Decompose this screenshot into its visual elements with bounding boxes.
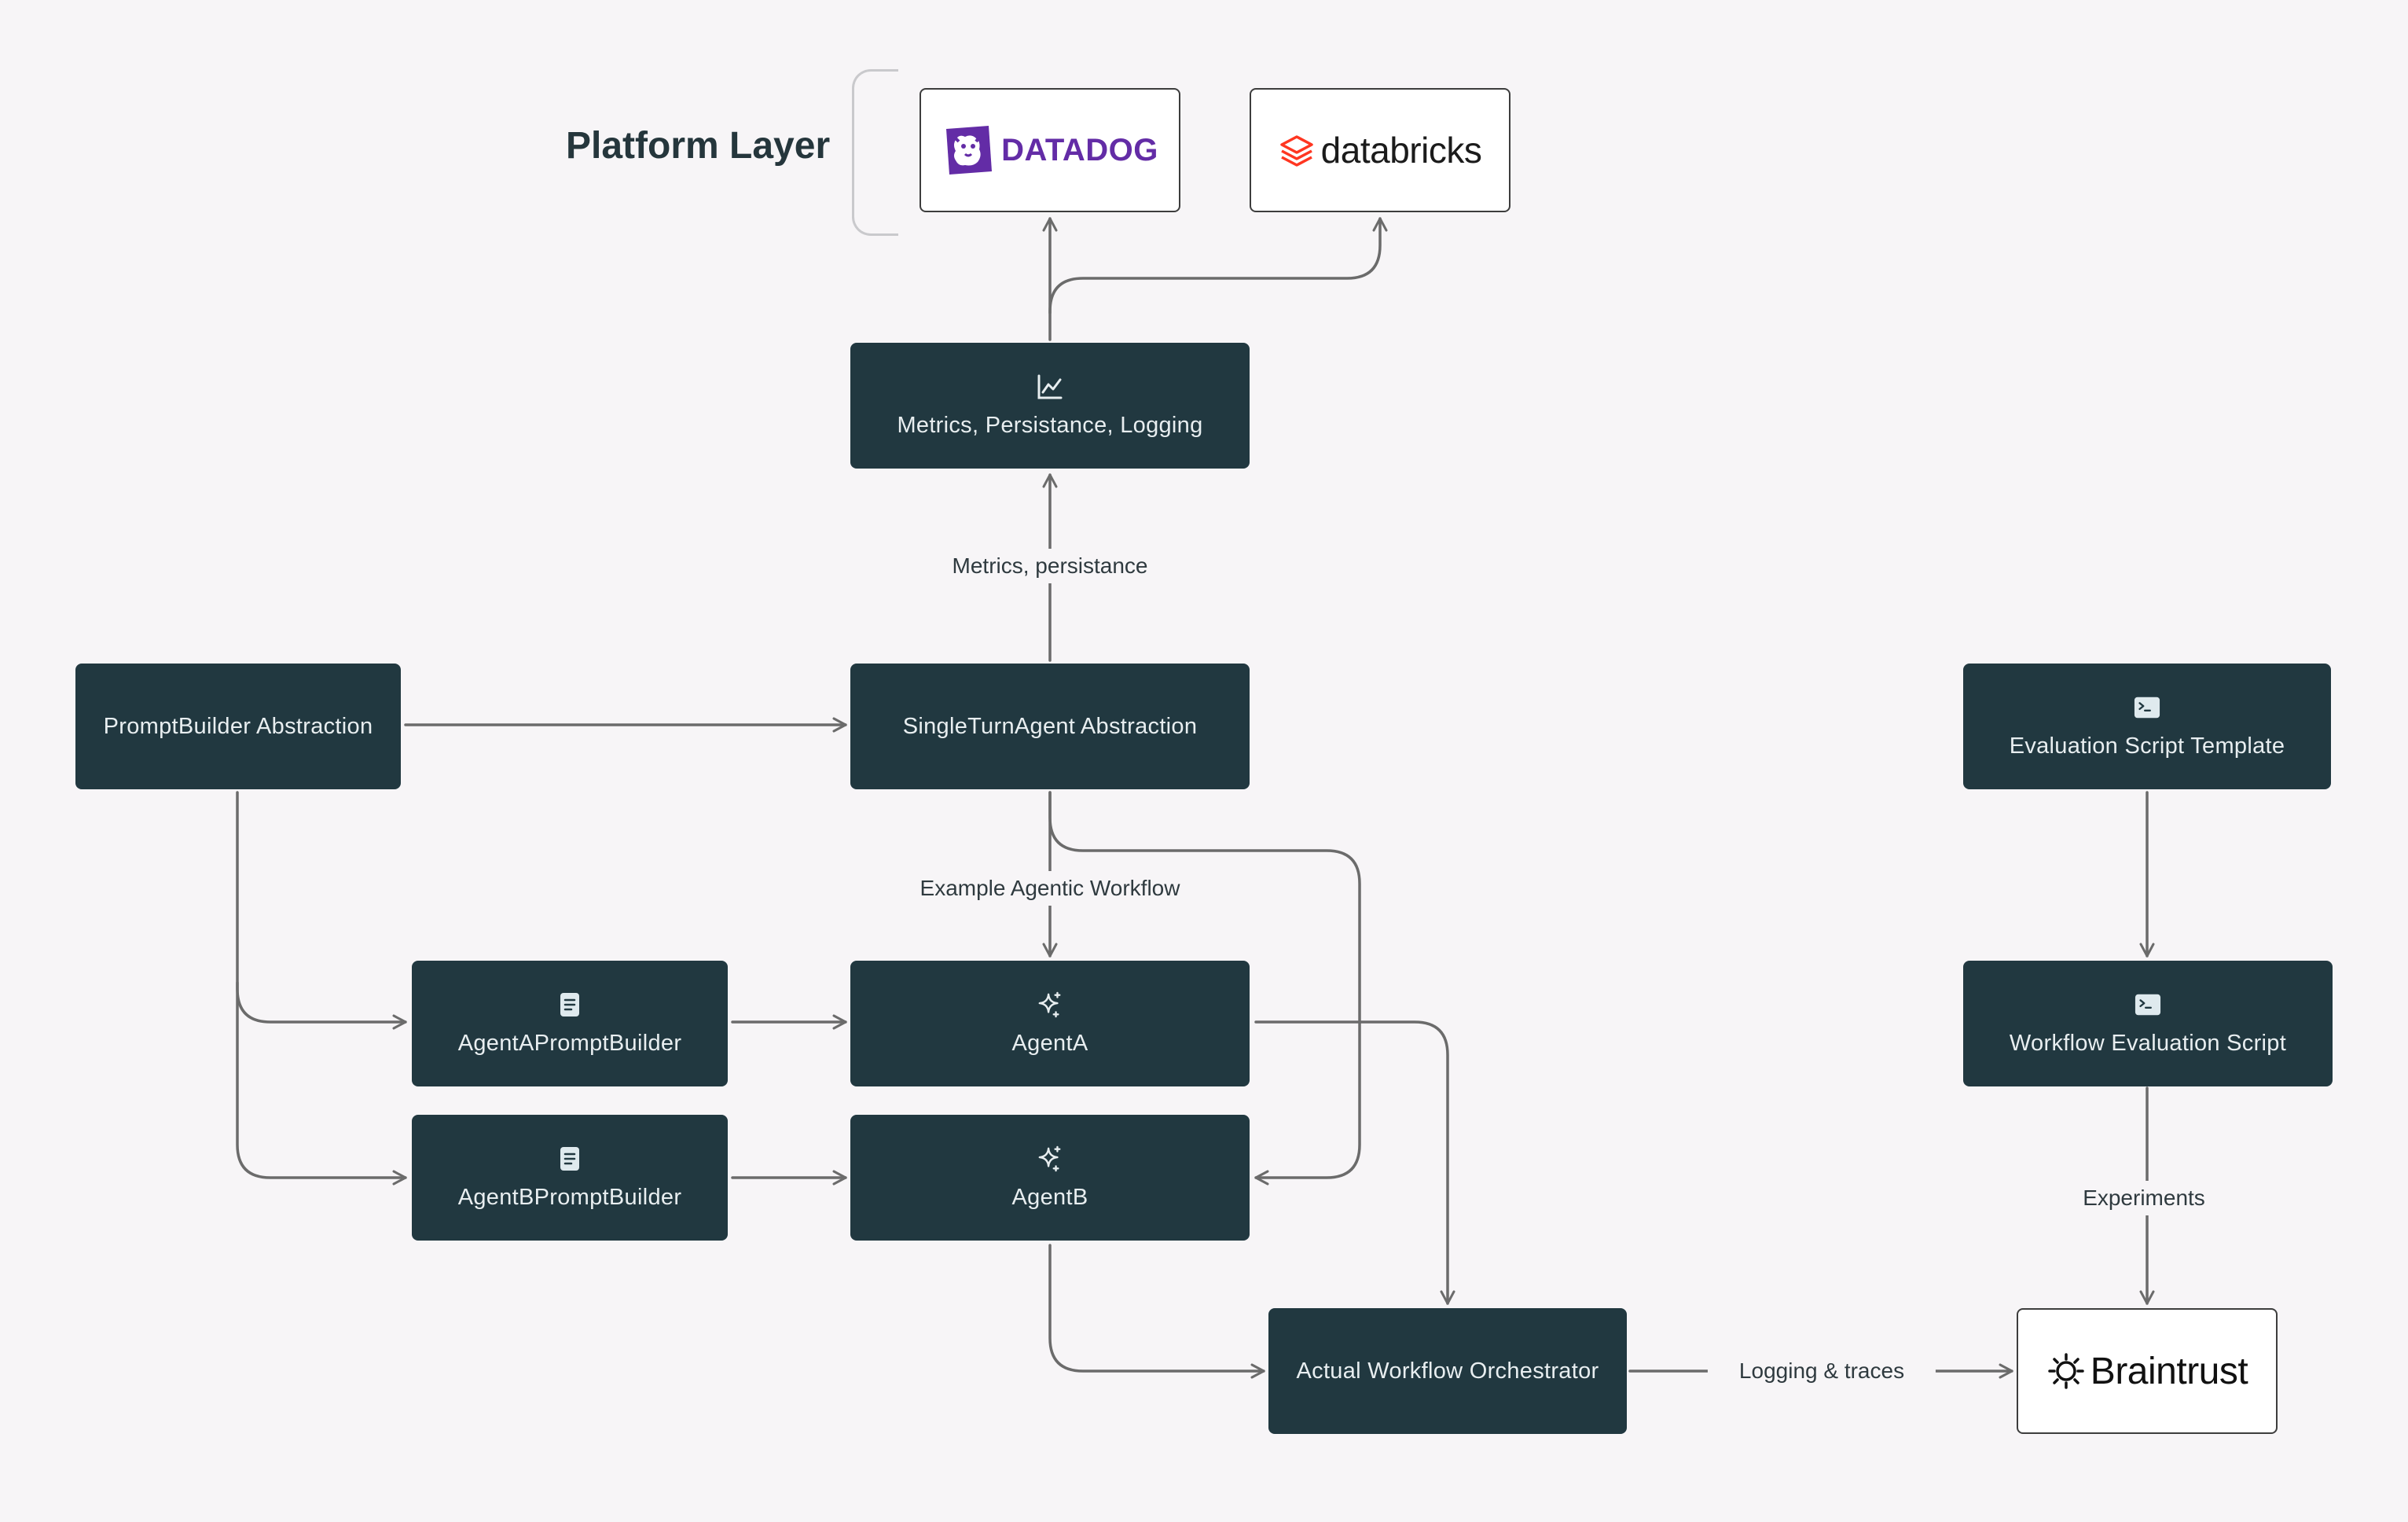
agentb-node[interactable]: AgentB <box>850 1115 1250 1241</box>
edge-promptbuilder-agentabuilder <box>236 791 407 1030</box>
databricks-logo-box: databricks <box>1250 88 1511 212</box>
terminal-icon <box>2134 694 2160 721</box>
edge-label-logging-traces: Logging & traces <box>1707 1354 1936 1388</box>
edge-label-example-workflow: Example Agentic Workflow <box>912 871 1188 906</box>
agentb-promptbuilder-node[interactable]: AgentBPromptBuilder <box>412 1115 728 1241</box>
promptbuilder-node-label: PromptBuilder Abstraction <box>103 713 373 739</box>
orchestrator-node[interactable]: Actual Workflow Orchestrator <box>1268 1308 1627 1434</box>
datadog-logo-text: DATADOG <box>1001 132 1158 167</box>
datadog-dog-icon <box>942 124 993 176</box>
platform-layer-brace <box>852 69 898 236</box>
databricks-logo-text: databricks <box>1320 130 1482 171</box>
agentb-node-label: AgentB <box>1011 1184 1088 1210</box>
braintrust-logo-text: Braintrust <box>2090 1350 2248 1392</box>
agenta-promptbuilder-node[interactable]: AgentAPromptBuilder <box>412 961 728 1086</box>
sparkle-icon <box>1037 1145 1063 1172</box>
terminal-icon <box>2135 991 2161 1018</box>
metrics-node[interactable]: Metrics, Persistance, Logging <box>850 343 1250 469</box>
eval-template-label: Evaluation Script Template <box>2009 733 2285 759</box>
agenta-node-label: AgentA <box>1011 1030 1088 1056</box>
edge-agentb-orchestrator <box>1048 1244 1265 1379</box>
metrics-node-label: Metrics, Persistance, Logging <box>897 412 1203 438</box>
promptbuilder-node[interactable]: PromptBuilder Abstraction <box>75 664 401 789</box>
edge-label-experiments: Experiments <box>2075 1181 2213 1215</box>
agenta-promptbuilder-label: AgentAPromptBuilder <box>457 1030 682 1056</box>
edge-agenta-orchestrator <box>1254 1020 1455 1305</box>
sparkle-icon <box>1037 991 1063 1018</box>
agentb-promptbuilder-label: AgentBPromptBuilder <box>457 1184 682 1210</box>
line-chart-icon <box>1037 373 1063 400</box>
eval-script-node[interactable]: Workflow Evaluation Script <box>1963 961 2333 1086</box>
edge-metrics-databricks <box>1048 217 1388 314</box>
singleturn-node[interactable]: SingleTurnAgent Abstraction <box>850 664 1250 789</box>
edge-singleturn-agentb <box>1048 791 1361 1186</box>
singleturn-node-label: SingleTurnAgent Abstraction <box>902 713 1198 739</box>
braintrust-gear-icon <box>2046 1351 2086 1391</box>
braintrust-logo-box: Braintrust <box>2017 1308 2278 1434</box>
document-icon <box>556 991 583 1018</box>
edge-promptbuilder-agentbbuilder <box>236 981 407 1186</box>
datadog-logo-box: DATADOG <box>920 88 1180 212</box>
platform-layer-title: Platform Layer <box>566 125 831 167</box>
eval-script-label: Workflow Evaluation Script <box>2009 1030 2287 1056</box>
databricks-stack-icon <box>1279 132 1315 168</box>
agenta-node[interactable]: AgentA <box>850 961 1250 1086</box>
edge-label-metrics-persistance: Metrics, persistance <box>944 549 1156 583</box>
orchestrator-node-label: Actual Workflow Orchestrator <box>1296 1358 1599 1384</box>
document-icon <box>556 1145 583 1172</box>
eval-template-node[interactable]: Evaluation Script Template <box>1963 664 2331 789</box>
